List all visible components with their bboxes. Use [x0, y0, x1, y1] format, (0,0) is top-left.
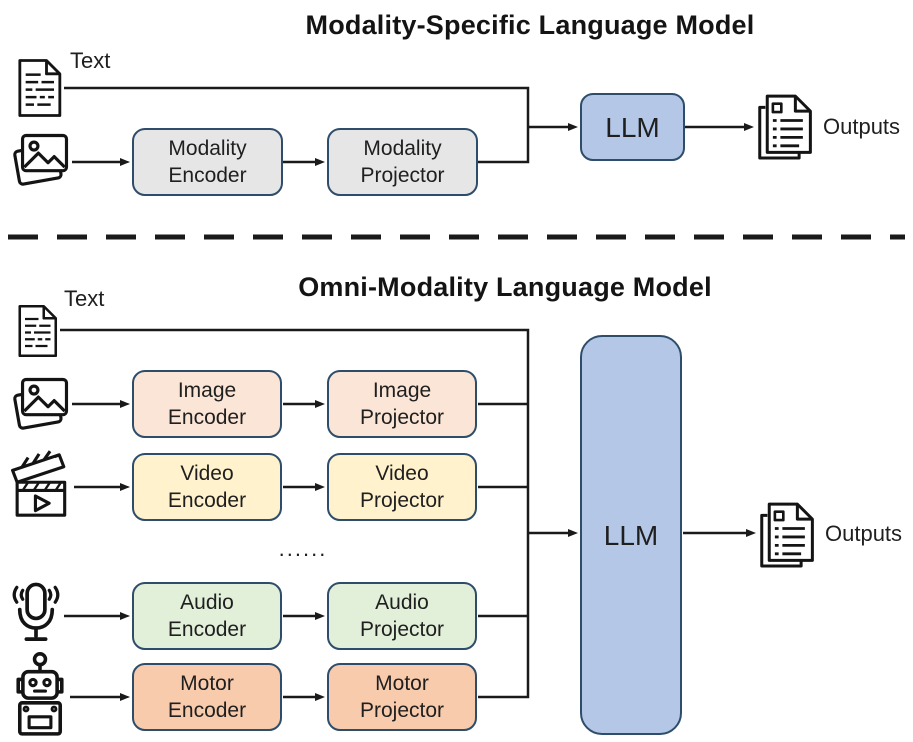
- modality-encoder-node: Modality Encoder: [132, 128, 283, 196]
- outputs-documents-icon: [756, 94, 816, 162]
- text-document-icon: [14, 304, 60, 358]
- top-text-label: Text: [70, 48, 111, 73]
- image-icon: [12, 128, 70, 194]
- top-llm-node: LLM: [580, 93, 685, 161]
- top-llm-label: LLM: [605, 111, 660, 143]
- audio-projector-node: Audio Projector: [327, 582, 477, 650]
- motor-projector-node: Motor Projector: [327, 663, 477, 731]
- modality-projector-node: Modality Projector: [327, 128, 478, 196]
- outputs-documents-icon: [758, 502, 818, 570]
- motor-encoder-node: Motor Encoder: [132, 663, 282, 731]
- microphone-icon: [10, 580, 62, 648]
- motor-projector-label: Motor Projector: [359, 672, 445, 722]
- modality-projector-label: Modality Projector: [360, 137, 445, 187]
- video-encoder-label: Video Encoder: [167, 462, 247, 512]
- bottom-llm-node: LLM: [580, 335, 682, 735]
- image-encoder-node: Image Encoder: [132, 370, 282, 438]
- more-modalities-ellipsis: ......: [278, 536, 328, 561]
- image-projector-node: Image Projector: [327, 370, 477, 438]
- motor-encoder-label: Motor Encoder: [167, 672, 247, 722]
- bottom-section-title: Omni-Modality Language Model: [298, 272, 712, 302]
- text-document-icon: [14, 58, 64, 118]
- top-outputs-label: Outputs: [823, 114, 901, 139]
- image-projector-label: Image Projector: [359, 379, 445, 429]
- audio-encoder-label: Audio Encoder: [167, 591, 247, 641]
- bottom-text-label: Text: [64, 286, 105, 311]
- bottom-llm-label: LLM: [603, 519, 659, 551]
- video-clapperboard-icon: [8, 448, 72, 522]
- video-projector-node: Video Projector: [327, 453, 477, 521]
- modality-encoder-label: Modality Encoder: [168, 137, 247, 187]
- top-section-title: Modality-Specific Language Model: [305, 10, 755, 40]
- robot-icon: [12, 650, 68, 740]
- audio-projector-label: Audio Projector: [359, 591, 445, 641]
- video-encoder-node: Video Encoder: [132, 453, 282, 521]
- audio-encoder-node: Audio Encoder: [132, 582, 282, 650]
- image-encoder-label: Image Encoder: [167, 379, 247, 429]
- image-icon: [12, 372, 70, 438]
- bottom-outputs-label: Outputs: [825, 521, 903, 546]
- video-projector-label: Video Projector: [359, 462, 445, 512]
